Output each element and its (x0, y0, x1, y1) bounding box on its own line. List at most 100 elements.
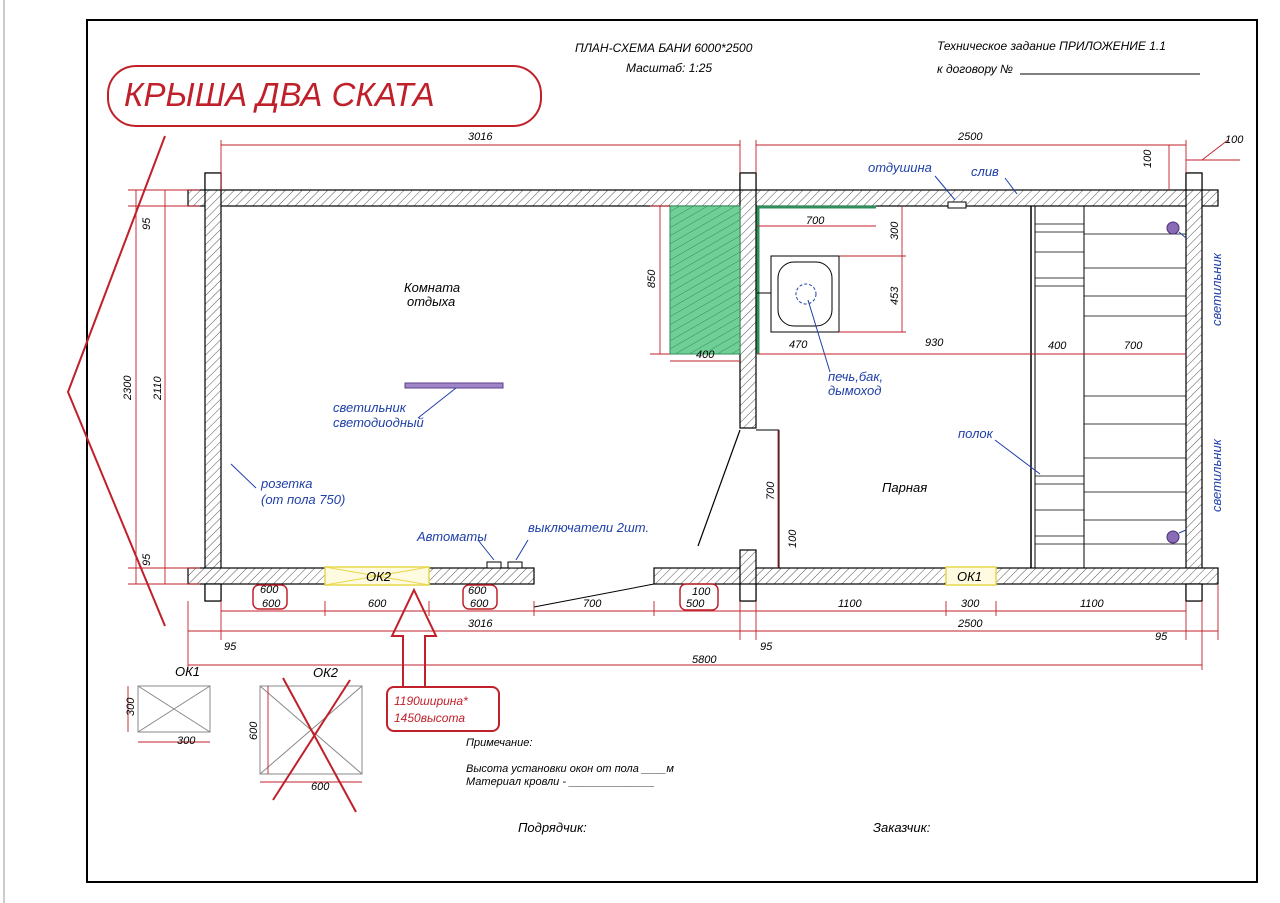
contract-label: к договору № (937, 62, 1013, 76)
dim-top-edge: 100 (1225, 134, 1244, 146)
wall-corner-posts (204, 172, 1203, 602)
stove-leader (807, 299, 831, 373)
dim-b-300: 300 (961, 598, 980, 610)
dim-top-left: 3016 (468, 131, 493, 143)
scale-label: Масштаб: 1:25 (626, 61, 712, 75)
legend-ok1-label: ОК1 (175, 664, 200, 679)
dim-stove-right: 930 (925, 337, 944, 349)
room-rest-line1: Комната (404, 280, 460, 295)
window-ok2-cross-b (324, 566, 430, 586)
drain-label: слив (971, 164, 999, 179)
legend-ok2-label: ОК2 (313, 665, 339, 680)
dim-stove-side: 300 (889, 221, 901, 240)
dim-top-right: 2500 (957, 131, 983, 143)
lamp-leader-top (1178, 231, 1187, 239)
dim-left-outer: 2300 (122, 375, 134, 401)
vent-leader (934, 175, 956, 201)
door-size-callout (386, 686, 500, 732)
legend-ok1-box (137, 685, 211, 733)
legend-ok1-width: 300 (177, 735, 196, 747)
dim-stove-left: 470 (789, 339, 808, 351)
room-steam: Парная (882, 480, 927, 495)
roof-callout (107, 65, 542, 127)
socket-label-2: (от пола 750) (261, 492, 345, 507)
door-leaf-entry (533, 583, 655, 608)
legend-ok1-cross-b (137, 685, 211, 733)
lamp-right-label-1: светильник (1209, 252, 1224, 326)
dim-shelf-gap: 400 (1048, 340, 1067, 352)
dim-b-600b: 600 (262, 598, 281, 610)
window-ok1 (945, 566, 997, 586)
dim-bench-height: 850 (646, 269, 658, 288)
dim-b-600d: 600 (468, 585, 487, 597)
dim-b-600a: 600 (260, 584, 279, 596)
door-height-note: 1450высота (394, 711, 465, 725)
dim-bench-width: 400 (696, 349, 715, 361)
stove-label-2: дымоход (828, 383, 881, 398)
note-title: Примечание: (466, 737, 532, 749)
shelf-leader (994, 439, 1041, 475)
dim-b-100: 100 (692, 586, 711, 598)
lamp-right-label-2: светильник (1209, 438, 1224, 512)
red-circle-b (462, 584, 498, 610)
led-lamp-leader (417, 387, 457, 419)
dim-b-600c: 600 (368, 598, 387, 610)
shelf-slats (1035, 223, 1186, 545)
dim-bottom-right: 2500 (957, 618, 983, 630)
dimension-lines (128, 139, 1240, 670)
switches-label: выключатели 2шт. (528, 520, 649, 535)
window-ok1-label: ОК1 (957, 569, 982, 584)
dim-left-inner: 2110 (152, 375, 164, 401)
door-width-note: 1190ширина* (394, 694, 468, 708)
dim-b-500: 500 (686, 598, 705, 610)
breaker-icon (486, 561, 502, 569)
lamp-label-2: светодиодный (333, 415, 424, 430)
red-circle-a (252, 584, 288, 610)
vent-icon (947, 201, 967, 209)
vent-label: отдушина (868, 160, 932, 175)
window-ok2-label: ОК2 (366, 569, 392, 584)
spec-title: Техническое задание ПРИЛОЖЕНИЕ 1.1 (937, 39, 1166, 53)
stove-top (777, 261, 833, 327)
lamp-icon-top (1166, 221, 1180, 235)
legend-ok1-height: 300 (125, 697, 137, 716)
chimney (795, 283, 817, 305)
dim-door-100: 100 (787, 529, 799, 548)
dim-door-700: 700 (765, 481, 777, 500)
dim-95-right: 95 (1155, 631, 1168, 643)
dim-drain-offset: 100 (1142, 149, 1154, 168)
switch-leader (515, 539, 529, 561)
note-roof-material: Материал кровли - ______________ (466, 776, 655, 788)
lamp-leader-bottom (1178, 529, 1187, 534)
drawing-frame (86, 19, 1258, 883)
legend-ok2-box (259, 685, 363, 775)
led-lamp-icon (404, 382, 504, 389)
dim-left-bottom: 95 (141, 553, 153, 566)
dim-b-1100b: 1100 (1080, 598, 1105, 610)
breaker-leader (477, 539, 495, 561)
lamp-label-1: светильник (333, 400, 407, 415)
legend-ok2-strike-b (272, 679, 351, 801)
drain-leader (1004, 177, 1018, 195)
door-leaf-rest (697, 429, 741, 547)
room-rest-line2: отдыха (407, 294, 455, 309)
legend-ok2-width: 600 (311, 781, 330, 793)
dim-bottom-left: 3016 (468, 618, 493, 630)
contractor-signature: Подрядчик: (518, 820, 587, 835)
shelf-label: полок (958, 426, 994, 441)
dim-stove-top: 700 (806, 215, 825, 227)
customer-signature: Заказчик: (873, 820, 931, 835)
note-window-height: Высота установки окон от пола ____м (466, 763, 674, 775)
dim-stove-depth: 453 (889, 286, 901, 305)
dim-b-700: 700 (583, 598, 602, 610)
bench-green (669, 205, 741, 355)
lamp-icon-bottom (1166, 530, 1180, 544)
dim-total: 5800 (692, 654, 717, 666)
stove-label-1: печь,бак, (828, 369, 883, 384)
dim-shelf-width: 700 (1124, 340, 1143, 352)
dim-b-1100a: 1100 (838, 598, 863, 610)
switch-icon (507, 561, 523, 569)
roof-ridge-sketch (67, 185, 147, 393)
roof-label: КРЫША ДВА СКАТА (124, 76, 435, 113)
legend-ok2-height: 600 (248, 721, 260, 740)
